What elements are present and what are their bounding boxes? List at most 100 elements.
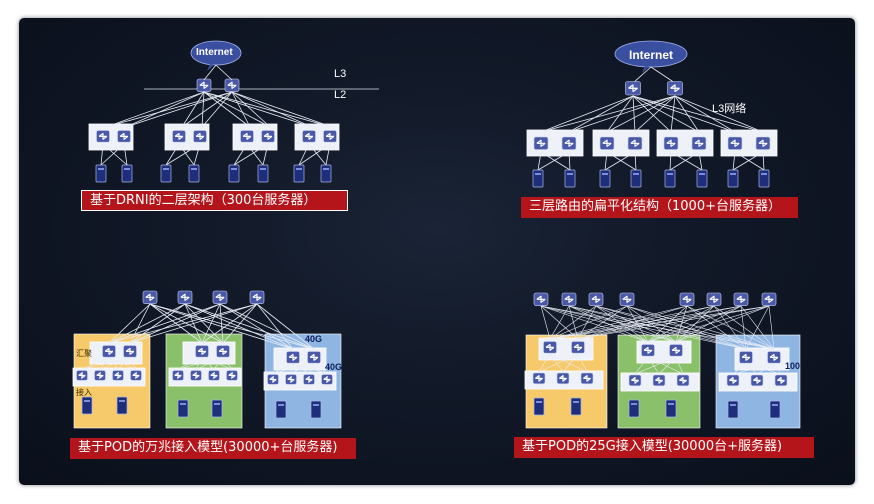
core-router-icon — [625, 81, 641, 96]
link-line — [233, 143, 269, 166]
pod-link-line — [117, 357, 131, 370]
link-line — [102, 143, 128, 166]
core-switch-icon — [212, 290, 228, 304]
pod-access-switch-icon — [726, 374, 740, 387]
pod-agg-switch-icon — [543, 341, 557, 354]
core-switch-icon — [561, 292, 577, 306]
link-line — [669, 151, 700, 171]
core-switch-icon — [761, 292, 777, 306]
link-line — [549, 305, 715, 340]
core-switch-icon — [249, 290, 265, 304]
slide-canvas: Internet L3 L2 基于DRNI的二层架构（300台服务器） Inte… — [19, 18, 855, 485]
pod-access-switch-icon — [628, 374, 642, 387]
core-switch-icon — [619, 292, 635, 306]
server-icon — [696, 169, 708, 188]
link-line — [670, 95, 676, 133]
link-line — [325, 143, 331, 166]
access-switch-icon — [302, 130, 316, 143]
link-line — [246, 143, 264, 166]
link-line — [568, 95, 676, 133]
link-line — [537, 151, 570, 171]
pod-access-switch-icon — [652, 374, 666, 387]
leaf-switch-icon — [755, 136, 771, 150]
link-line — [634, 95, 676, 133]
leaf-switch-icon — [533, 136, 549, 150]
link-line — [669, 151, 672, 171]
pod-link-line — [195, 357, 203, 370]
link-line — [595, 305, 649, 343]
server-icon — [532, 169, 544, 188]
link-line — [129, 303, 186, 344]
link-line — [231, 91, 251, 128]
leaf-switch-icon — [599, 136, 615, 150]
pod-access-switch-icon — [556, 372, 570, 385]
pod-access-switch-icon — [676, 374, 690, 387]
link-line — [203, 91, 313, 128]
link-line — [568, 95, 634, 133]
link-line — [549, 305, 688, 340]
link-line — [745, 305, 770, 350]
server-icon — [564, 169, 576, 188]
uplink-line — [215, 64, 233, 81]
link-line — [632, 95, 636, 133]
pod-link-line — [81, 357, 131, 370]
caption-flat-l3: 三层路由的扁平化结构（1000+台服务器） — [521, 197, 798, 218]
access-switch-icon — [261, 130, 275, 143]
link-line — [262, 143, 269, 166]
core-switch-icon — [733, 292, 749, 306]
link-line — [647, 305, 715, 343]
pod-link-line — [81, 357, 110, 370]
pod-link-line — [549, 353, 564, 373]
link-line — [568, 305, 649, 343]
server-icon — [95, 164, 107, 183]
link-line — [698, 151, 703, 171]
pod-link-line — [732, 363, 747, 375]
server-icon — [664, 169, 676, 188]
link-line — [670, 151, 703, 171]
link-line — [540, 95, 634, 133]
speed-40g-side: 40G — [325, 362, 343, 372]
tier-access-label: 接入 — [76, 388, 92, 397]
server-icon — [758, 169, 770, 188]
link-line — [606, 95, 676, 133]
link-line — [219, 303, 315, 350]
pod-access-switch-icon — [285, 374, 297, 385]
link-line — [626, 305, 747, 350]
pod-access-switch-icon — [112, 370, 124, 381]
access-switch-icon — [117, 130, 131, 143]
pod-link-line — [745, 363, 758, 375]
server-icon — [599, 169, 611, 188]
access-switch-icon — [240, 130, 254, 143]
spine-stack-box — [720, 129, 778, 157]
link-line — [125, 91, 205, 128]
pod-link-line — [222, 357, 233, 370]
leaf-switch-icon — [691, 136, 707, 150]
server-icon — [310, 400, 322, 419]
link-line — [549, 305, 570, 340]
pod-link-line — [201, 357, 233, 370]
link-line — [105, 91, 205, 128]
link-line — [632, 95, 672, 133]
pod-agg-switch-icon — [286, 351, 300, 364]
link-line — [181, 91, 233, 128]
link-line — [675, 305, 770, 343]
link-line — [203, 91, 333, 128]
pod-access-switch-icon — [532, 372, 546, 385]
link-line — [549, 305, 770, 340]
link-line — [165, 143, 201, 166]
link-line — [674, 95, 764, 133]
link-line — [537, 151, 542, 171]
link-line — [604, 151, 636, 171]
link-line — [231, 91, 313, 128]
link-line — [233, 143, 248, 166]
leaf-switch-icon — [663, 136, 679, 150]
link-line — [604, 151, 608, 171]
link-line — [647, 305, 742, 343]
access-switch-icon — [323, 130, 337, 143]
server-icon — [293, 164, 305, 183]
link-line — [568, 305, 747, 350]
link-line — [632, 95, 764, 133]
core-switch-icon — [533, 292, 549, 306]
server-icon — [228, 164, 240, 183]
link-line — [540, 305, 551, 340]
